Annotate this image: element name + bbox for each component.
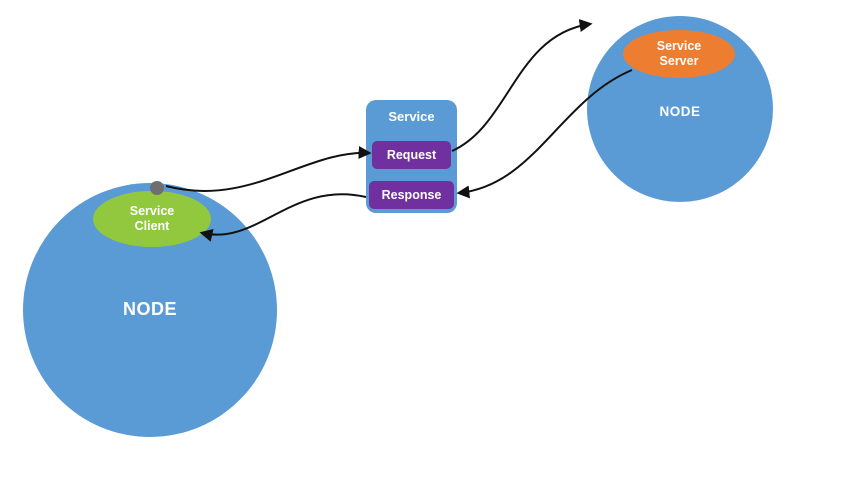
response-box: Response bbox=[369, 181, 454, 209]
response-label: Response bbox=[381, 188, 442, 202]
service-server-ellipse: Service Server bbox=[623, 30, 735, 78]
request-box: Request bbox=[372, 141, 451, 169]
left-node-label: NODE bbox=[122, 299, 177, 319]
service-server-label: Service Server bbox=[656, 39, 702, 68]
arrow-request-to-server bbox=[451, 19, 593, 152]
arrow-client-to-request bbox=[165, 146, 372, 192]
connection-dot bbox=[150, 181, 164, 195]
service-client-label: Service Client bbox=[129, 204, 175, 233]
service-client-ellipse: Service Client bbox=[93, 191, 211, 247]
request-label: Request bbox=[386, 148, 437, 162]
right-node-label: NODE bbox=[659, 104, 701, 119]
service-title: Service bbox=[388, 109, 435, 124]
